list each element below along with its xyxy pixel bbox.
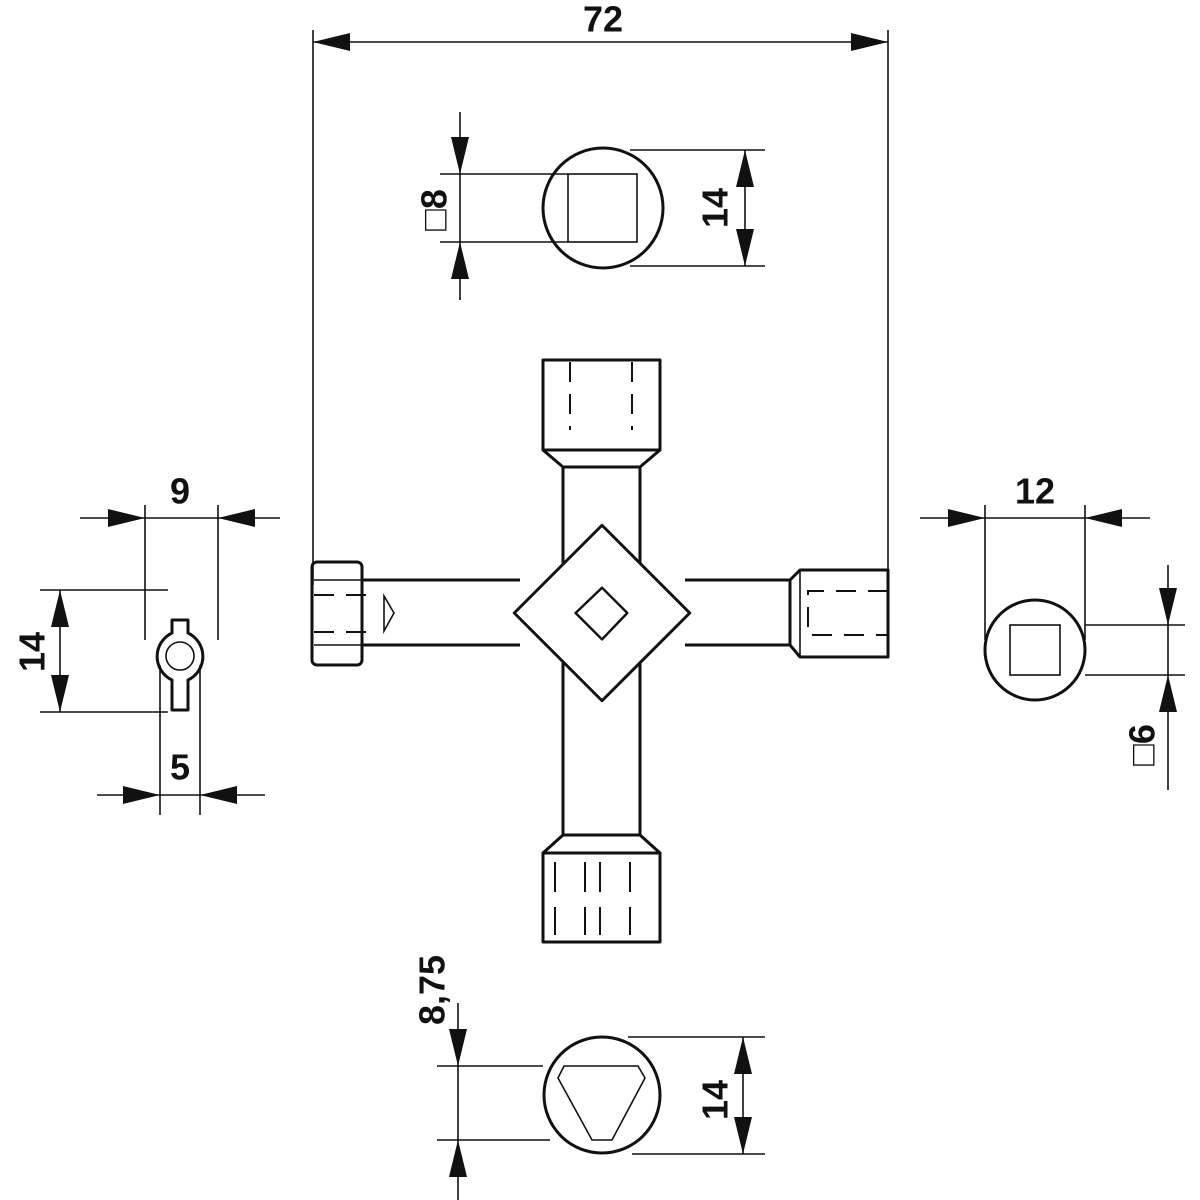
dimension-label: 12: [1015, 471, 1055, 512]
dimension-label: 5: [170, 747, 190, 788]
right-socket-view: 12 □6: [920, 471, 1185, 790]
left-bit-view: 9 14 5: [12, 471, 280, 815]
dimension-overall-width: 72: [312, 0, 889, 590]
bottom-triangle-view: 8,75 14: [412, 955, 765, 1200]
dimension-label: 14: [695, 1080, 736, 1120]
dimension-label: 14: [695, 188, 736, 228]
dimension-label: 8,75: [412, 955, 453, 1025]
dimension-label: 9: [170, 471, 190, 512]
dimension-label: 72: [583, 0, 623, 40]
dimension-label: □8: [414, 189, 455, 231]
cross-key: [310, 358, 890, 944]
dimension-label: □6: [1122, 724, 1163, 766]
dimension-label: 14: [12, 632, 53, 672]
top-socket-view: □8 14: [414, 112, 765, 300]
